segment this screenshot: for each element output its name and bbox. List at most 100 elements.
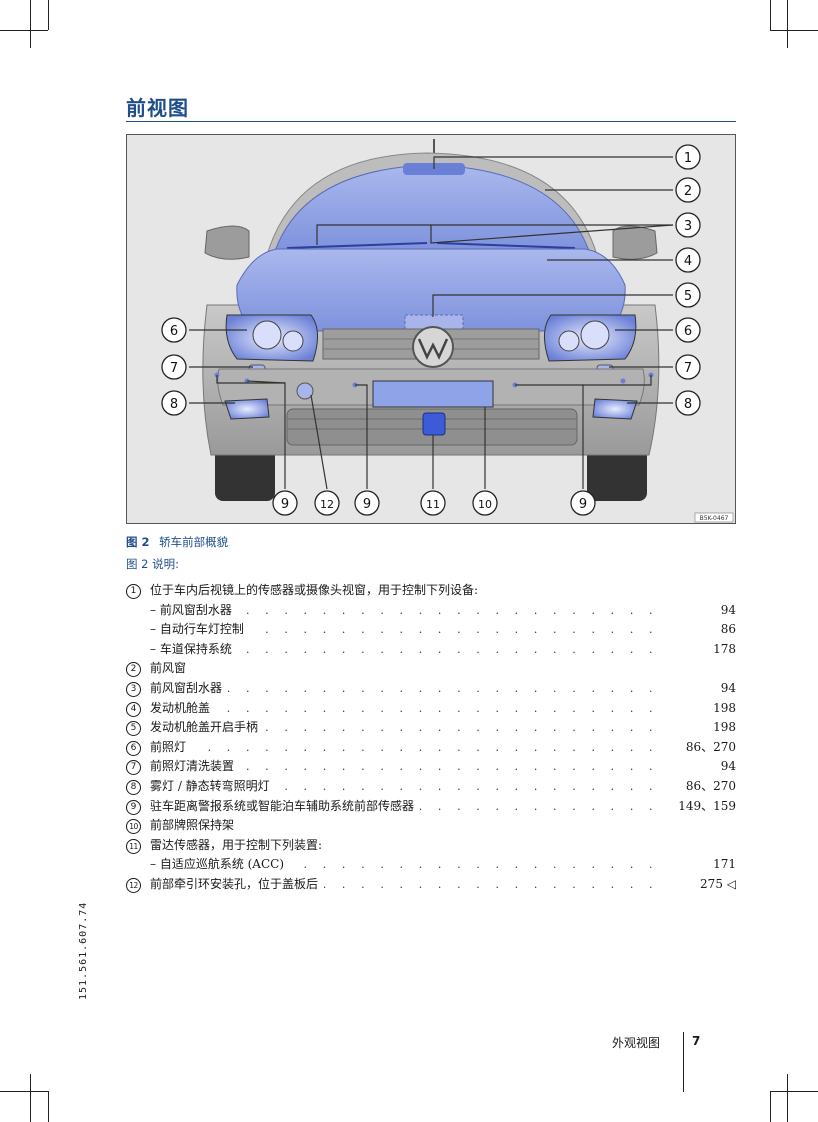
leader-dots: . . . . . . . . . . . . . . . . . . . . … <box>150 701 668 715</box>
car-front-illustration: 1 2 3 4 5 6 7 8 6 7 8 9 12 9 11 10 9 B5K… <box>127 135 735 523</box>
crop-mark <box>770 1091 818 1092</box>
legend-item: 8 . . . . . . . . . . . . . . . . . . . .… <box>126 776 736 797</box>
callout-2: 2 <box>684 184 692 199</box>
crop-mark <box>770 1091 771 1122</box>
figure-caption: 图 2 轿车前部概貌 <box>126 534 228 550</box>
legend-item-text: – 自动行车灯控制 <box>150 620 250 640</box>
legend-item-text: 雾灯 / 静态转弯照明灯 <box>150 776 276 797</box>
leader-dots: . . . . . . . . . . . . . . . . . . . . … <box>150 721 668 735</box>
leader-dots: . . . . . . . . . . . . . . . . . . . . … <box>150 779 668 793</box>
callout-5: 5 <box>684 289 692 304</box>
legend-item-number: 2 <box>126 662 141 678</box>
legend-item-page[interactable]: 86 <box>720 622 736 637</box>
legend-item-text: – 车道保持系统 <box>150 639 238 660</box>
callout-12: 12 <box>320 498 334 511</box>
crop-mark <box>0 1091 48 1092</box>
legend-item: 12. . . . . . . . . . . . . . . . . . . … <box>126 874 736 895</box>
legend-item: 6. . . . . . . . . . . . . . . . . . . .… <box>126 737 736 758</box>
callout-6-right: 6 <box>684 324 692 339</box>
legend-item-number: 10 <box>126 819 141 835</box>
crop-mark <box>787 1074 788 1122</box>
callout-9-left: 9 <box>281 497 289 512</box>
legend-item: . . . . . . . . . . . . . . . . . . . . … <box>126 620 736 640</box>
page-number: 7 <box>692 1034 701 1048</box>
crop-mark <box>30 0 31 48</box>
leader-dots: . . . . . . . . . . . . . . . . . . . . … <box>150 681 668 695</box>
legend-item: . . . . . . . . . . . . . . . . . . . . … <box>126 639 736 660</box>
footer-divider <box>683 1032 684 1092</box>
legend-item-text: 前照灯 <box>150 737 193 758</box>
legend-item-page[interactable]: 94 <box>720 759 736 774</box>
callout-8-right: 8 <box>684 397 692 412</box>
legend-item-number: 5 <box>126 721 141 737</box>
legend-item-page[interactable]: 86、270 <box>685 778 736 793</box>
callout-3: 3 <box>684 219 692 234</box>
legend-item: . . . . . . . . . . . . . . . . . . . . … <box>126 855 736 875</box>
legend-item-text: 前照灯清洗装置 <box>150 757 241 777</box>
figure-code: B5K-0467 <box>700 515 729 522</box>
legend-item-number: 12 <box>126 877 141 893</box>
legend-item-text: 驻车距离警报系统或智能泊车辅助系统前部传感器 <box>150 796 421 817</box>
legend-item: 9. . . . . . . . . . . . . . . . . . . .… <box>126 796 736 817</box>
legend-item-number: 3 <box>126 681 141 697</box>
legend-item-page[interactable]: 171 <box>713 857 736 872</box>
figure-title: 轿车前部概貌 <box>159 535 229 549</box>
legend-item: 7 . . . . . . . . . . . . . . . . . . . .… <box>126 757 736 777</box>
footer-section: 外观视图 <box>612 1036 661 1050</box>
legend-item: 3 . . . . . . . . . . . . . . . . . . . .… <box>126 678 736 699</box>
legend-item: 5 . . . . . . . . . . . . . . . . . . . .… <box>126 718 736 738</box>
legend-item-text: 前部牌照保持架 <box>150 816 241 836</box>
legend-item-page[interactable]: 198 <box>713 720 736 735</box>
legend-item-number: 8 <box>126 779 141 795</box>
leader-dots: . . . . . . . . . . . . . . . . . . . . … <box>150 642 668 656</box>
leader-dots: . . . . . . . . . . . . . . . . . . . . … <box>150 603 668 617</box>
callout-9-right: 9 <box>579 497 587 512</box>
legend-item-text: 前部牵引环安装孔，位于盖板后 <box>150 874 325 895</box>
crop-mark <box>48 1091 49 1122</box>
legend-item-number: 7 <box>126 760 141 776</box>
figure-label: 图 2 <box>126 535 150 549</box>
legend-item-page[interactable]: 94 <box>720 602 736 617</box>
callout-8-left: 8 <box>170 397 178 412</box>
callout-7-right: 7 <box>684 361 692 376</box>
legend-item-number: 1 <box>126 584 141 599</box>
leader-dots: . . . . . . . . . . . . . . . . . . . . … <box>150 740 668 754</box>
legend-item-page[interactable]: 198 <box>713 700 736 715</box>
car-front-figure: 1 2 3 4 5 6 7 8 6 7 8 9 12 9 11 10 9 B5K… <box>126 134 736 524</box>
legend-item-text: 雷达传感器，用于控制下列装置: <box>150 835 329 856</box>
legend-item-text: – 自适应巡航系统 (ACC) <box>150 855 291 875</box>
legend-item-page[interactable]: 275 ◁ <box>700 876 736 891</box>
crop-mark <box>770 30 818 31</box>
legend-item-number: 9 <box>126 799 141 815</box>
crop-mark <box>48 0 49 30</box>
legend-item: . . . . . . . . . . . . . . . . . . . . … <box>126 600 736 621</box>
callout-1: 1 <box>684 151 692 166</box>
legend-item-page[interactable]: 94 <box>720 680 736 695</box>
legend-item-text: 前风窗 <box>150 659 193 679</box>
leader-dots: . . . . . . . . . . . . . . . . . . . . … <box>150 760 668 774</box>
legend-item-text: 发动机舱盖 <box>150 698 217 719</box>
legend-item: 11 雷达传感器，用于控制下列装置: <box>126 835 736 856</box>
title-divider <box>126 121 736 122</box>
legend-item-number: 4 <box>126 701 141 717</box>
callout-7-left: 7 <box>170 361 178 376</box>
legend-item-number: 11 <box>126 838 141 854</box>
leader-dots: . . . . . . . . . . . . . . . . . . . . … <box>150 623 668 637</box>
legend-label: 图 2 说明: <box>126 557 180 571</box>
callout-10: 10 <box>478 498 492 511</box>
callout-11: 11 <box>426 498 440 511</box>
legend-item-page[interactable]: 149、159 <box>678 798 736 813</box>
crop-mark <box>30 1074 31 1122</box>
callout-6-left: 6 <box>170 324 178 339</box>
legend-item-text: 前风窗刮水器 <box>150 678 229 699</box>
legend-item: 2 前风窗 <box>126 659 736 679</box>
document-code: 151.561.607.74 <box>78 901 89 1000</box>
callout-4: 4 <box>684 254 692 269</box>
legend-item-page[interactable]: 86、270 <box>685 739 736 754</box>
crop-mark <box>787 0 788 48</box>
legend-item-page[interactable]: 178 <box>713 641 736 656</box>
legend-item: 10 前部牌照保持架 <box>126 816 736 836</box>
crop-mark <box>0 30 48 31</box>
legend-item: 4 . . . . . . . . . . . . . . . . . . . .… <box>126 698 736 719</box>
